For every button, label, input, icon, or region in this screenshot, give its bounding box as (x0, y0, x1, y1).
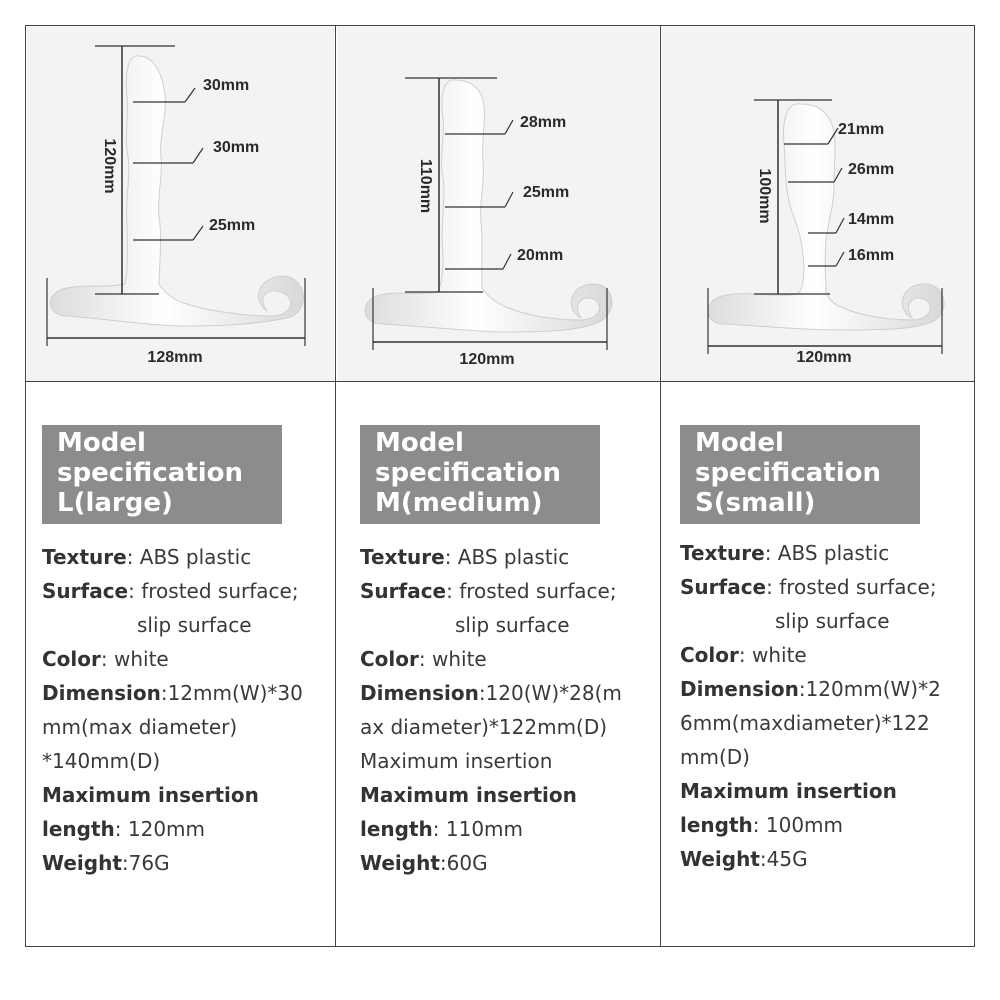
spec-table-frame (25, 25, 975, 947)
spec-dimension-cont: mm(max diameter) (42, 715, 238, 739)
badge-line: S(small) (695, 488, 816, 518)
diameter-label: 25mm (523, 184, 569, 201)
spec-surface-cont: slip surface (455, 613, 570, 637)
diameter-label: 25mm (209, 217, 255, 234)
spec-column-medium: Model specification M(medium) Texture: A… (360, 425, 622, 880)
spec-dimension: Dimension:120mm(W)*2 (680, 677, 941, 701)
product-shape (50, 55, 304, 327)
spec-color: Color: white (42, 647, 169, 671)
width-label: 128mm (147, 349, 202, 366)
spec-dimension-cont: mm(D) (680, 745, 750, 769)
spec-insertion: length: 100mm (680, 813, 844, 837)
product-shape (707, 103, 945, 331)
column-divider (660, 25, 661, 947)
spec-texture: Texture: ABS plastic (42, 545, 252, 569)
model-badge: Model specification M(medium) (360, 425, 600, 524)
spec-insertion: length: 120mm (42, 817, 206, 841)
length-label: 110mm (417, 159, 434, 213)
product-image-large: 120mm 30mm 30mm 25mm 128mm (27, 26, 334, 381)
spec-surface-cont: slip surface (775, 609, 890, 633)
spec-color: Color: white (360, 647, 487, 671)
diameter-label: 21mm (838, 121, 884, 138)
diameter-label: 30mm (213, 139, 259, 156)
spec-list: Texture: ABS plastic Surface: frosted su… (360, 540, 622, 880)
badge-line: Model (375, 428, 464, 458)
diameter-label: 16mm (848, 247, 894, 264)
width-label: 120mm (796, 349, 851, 366)
model-badge: Model specification L(large) (42, 425, 282, 524)
row-divider (25, 381, 975, 382)
column-divider (335, 25, 336, 947)
spec-surface-cont: slip surface (137, 613, 252, 637)
spec-column-large: Model specification L(large) Texture: AB… (42, 425, 303, 880)
spec-dimension-cont: 6mm(maxdiameter)*122 (680, 711, 930, 735)
spec-texture: Texture: ABS plastic (680, 541, 890, 565)
badge-line: specification (695, 458, 881, 488)
spec-dimension: Dimension:12mm(W)*30 (42, 681, 303, 705)
badge-line: M(medium) (375, 488, 543, 518)
spec-dimension-cont: ax diameter)*122mm(D) (360, 715, 608, 739)
product-diagram-large: 120mm 30mm 30mm 25mm 128mm (46, 45, 306, 366)
diameter-label: 26mm (848, 161, 894, 178)
diameter-label: 28mm (520, 114, 566, 131)
product-shape (364, 79, 613, 333)
spec-dimension: Dimension:120(W)*28(m (360, 681, 622, 705)
spec-weight: Weight:76G (42, 851, 170, 875)
product-image-medium: 110mm 28mm 25mm 20mm 120mm (337, 26, 659, 381)
spec-dimension-cont: Maximum insertion (360, 749, 553, 773)
spec-list: Texture: ABS plastic Surface: frosted su… (42, 540, 303, 880)
spec-surface: Surface: frosted surface; (680, 575, 937, 599)
badge-line: Model (695, 428, 784, 458)
diameter-label: 14mm (848, 211, 894, 228)
spec-weight: Weight:60G (360, 851, 488, 875)
badge-line: specification (57, 458, 243, 488)
badge-line: Model (57, 428, 146, 458)
product-diagram-small: 100mm 21mm 26mm 14mm 16mm 120mm (707, 99, 945, 366)
spec-insertion-heading: Maximum insertion (360, 783, 577, 807)
spec-texture: Texture: ABS plastic (360, 545, 570, 569)
spec-insertion-heading: Maximum insertion (680, 779, 897, 803)
badge-line: L(large) (57, 488, 173, 518)
spec-column-small: Model specification S(small) Texture: AB… (680, 425, 941, 876)
product-image-small: 100mm 21mm 26mm 14mm 16mm 120mm (662, 26, 974, 381)
spec-weight: Weight:45G (680, 847, 808, 871)
spec-dimension-cont: *140mm(D) (42, 749, 161, 773)
spec-insertion-heading: Maximum insertion (42, 783, 259, 807)
spec-list: Texture: ABS plastic Surface: frosted su… (680, 536, 941, 876)
spec-surface: Surface: frosted surface; (42, 579, 299, 603)
length-label: 100mm (756, 168, 773, 223)
diameter-label: 30mm (203, 77, 249, 94)
model-badge: Model specification S(small) (680, 425, 920, 524)
width-label: 120mm (459, 351, 514, 368)
spec-insertion: length: 110mm (360, 817, 524, 841)
product-diagram-medium: 110mm 28mm 25mm 20mm 120mm (364, 77, 613, 368)
badge-line: specification (375, 458, 561, 488)
spec-color: Color: white (680, 643, 807, 667)
spec-surface: Surface: frosted surface; (360, 579, 617, 603)
diameter-label: 20mm (517, 247, 563, 264)
length-label: 120mm (101, 138, 118, 193)
